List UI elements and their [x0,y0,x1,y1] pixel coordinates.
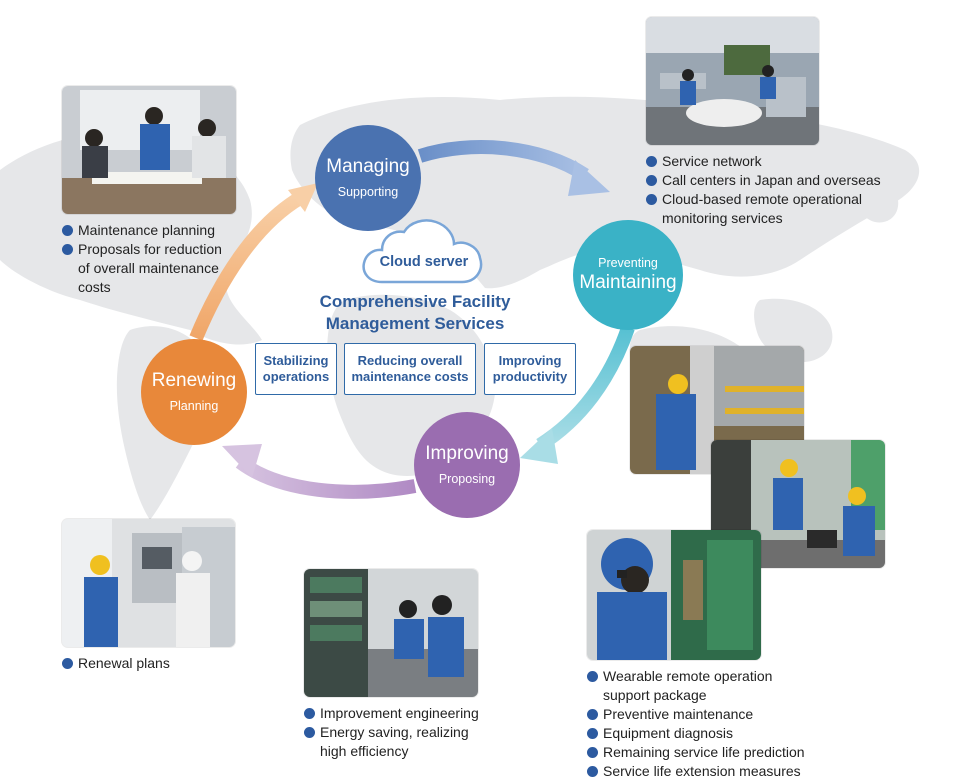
cloud-icon [362,219,483,284]
improving-list: Improvement engineering Energy saving, r… [304,704,484,761]
photo-meeting [62,86,236,214]
benefit-line1: Improving [498,353,562,368]
list-item: Service network [646,152,896,171]
photo-wearable-remote-support [587,530,761,660]
cloud-server: Cloud server [360,218,488,288]
photo-renewal [62,519,235,647]
center-title-line2: Management Services [325,314,505,333]
maintaining-list: Service network Call centers in Japan an… [646,152,896,228]
list-item: Wearable remote operation support packag… [587,667,793,705]
improving-subtitle: Proposing [438,472,496,486]
managing-subtitle: Supporting [337,185,399,199]
arrow-renewing-to-managing [189,191,304,341]
center-title-line1: Comprehensive Facility [319,292,511,311]
maintaining-top: Preventing [598,256,658,270]
list-item: Maintenance planning [62,221,232,240]
list-item: Remaining service life prediction [587,743,817,762]
list-item: Cloud-based remote operational monitorin… [646,190,882,228]
arrow-improving-to-renewing [235,456,417,499]
benefit-line1: Stabilizing [263,353,329,368]
list-item: Renewal plans [62,654,232,673]
photo-control-room [646,17,819,145]
list-item: Improvement engineering [304,704,484,723]
list-item: Call centers in Japan and overseas [646,171,896,190]
arrow-maintaining-to-improving [536,325,635,451]
list-item: Proposals for reduction of overall maint… [62,240,232,297]
renewing-subtitle: Planning [169,399,219,413]
benefit-line1: Reducing overall [357,353,463,368]
proposing-list: Wearable remote operation support packag… [587,667,817,781]
managing-list: Maintenance planning Proposals for reduc… [62,221,232,297]
benefit-line2: maintenance costs [351,369,469,384]
center-title: Comprehensive Facility Management Servic… [290,291,540,335]
list-item: Preventive maintenance [587,705,817,724]
managing-circle: Managing Supporting [315,125,421,231]
arrow-managing-to-maintaining [417,140,589,181]
maintaining-title: Maintaining [579,272,677,293]
list-item: Service life extension measures [587,762,817,781]
renewing-list: Renewal plans [62,654,232,673]
maintaining-circle: Preventing Maintaining [573,220,683,330]
benefit-line2: operations [262,369,330,384]
improving-title: Improving [425,443,509,464]
managing-title: Managing [326,156,410,177]
list-item: Energy saving, realizing high efficiency [304,723,484,761]
improving-circle: Improving Proposing [414,412,520,518]
list-item: Equipment diagnosis [587,724,817,743]
cloud-server-label: Cloud server [379,254,469,270]
benefit-line2: productivity [492,369,568,384]
photo-improvement-engineering [304,569,478,697]
renewing-circle: Renewing Planning [141,339,247,445]
renewing-title: Renewing [151,370,237,391]
